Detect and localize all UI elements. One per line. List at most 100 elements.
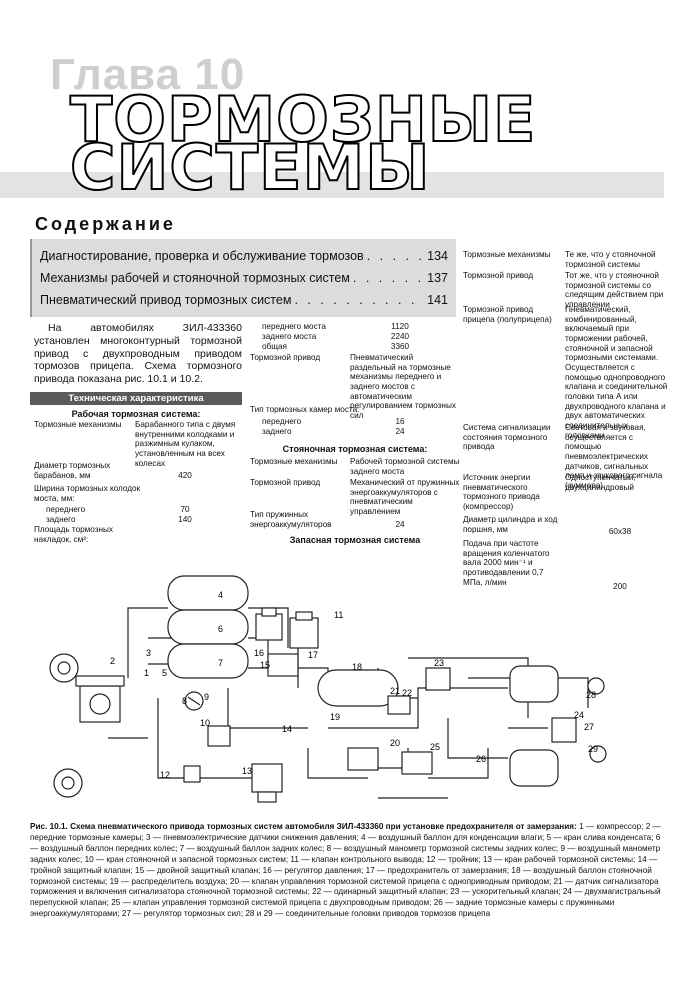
spec-label: Система сигнализации состояния тормозног… — [463, 423, 551, 452]
spec-label: Тормозной привод прицепа (полуприцепа) — [463, 305, 552, 324]
diagram-label: 4 — [218, 590, 223, 600]
intro-paragraph: На автомобилях ЗИЛ-433360 установлен мно… — [34, 322, 242, 386]
antifreeze-unit — [289, 611, 319, 649]
spec-value: Те же, что у стояночной тормозной систем… — [565, 250, 656, 269]
toc-item-page: 141 — [427, 293, 448, 307]
rear-brake-chamber — [509, 749, 559, 787]
diagram-label: 1 — [144, 668, 149, 678]
spec-label: Подача при частоте вращения коленчатого … — [463, 539, 550, 587]
header-band — [0, 172, 664, 198]
parking-brake-valve — [207, 725, 231, 747]
diagram-label: 23 — [434, 658, 444, 668]
chapter-label: Глава 10 — [50, 50, 246, 99]
spec-value: Одноступенчатый, двухцилиндровый — [565, 473, 636, 492]
spec-value: 1120 — [391, 322, 409, 331]
toc-item[interactable]: Диагностирование, проверка и обслуживани… — [40, 249, 448, 263]
diagram-label: 26 — [476, 754, 486, 764]
diagram-label: 13 — [242, 766, 252, 776]
diagram-label: 2 — [110, 656, 115, 666]
diagram-label: 5 — [162, 668, 167, 678]
pressure-regulator — [255, 607, 283, 641]
caption-lead: Рис. 10.1. Схема пневматического привода… — [30, 822, 577, 831]
rear-brake-chamber — [509, 665, 559, 703]
diagram-label: 18 — [352, 662, 362, 672]
chapter-title-line1: ТОРМОЗНЫЕ — [69, 83, 537, 156]
spec-label: Ширина тормозных колодок моста, мм: — [34, 484, 141, 503]
coupling-head — [587, 677, 605, 695]
accelerator-valve — [425, 667, 451, 691]
spec-label: Тормозные механизмы — [250, 457, 338, 466]
spec-label: заднего — [262, 427, 292, 436]
spec-label: Источник энергии пневматического тормозн… — [463, 473, 540, 512]
contents-heading: Содержание — [35, 214, 176, 234]
spec-label: Диаметр тормозных барабанов, мм — [34, 461, 111, 480]
toc-item-title: Пневматический привод тормозных систем — [40, 293, 292, 307]
spec-value: Барабанного типа с двумя внутренними кол… — [135, 420, 236, 468]
parking-system-heading: Стояночная тормозная система: — [282, 444, 428, 454]
receiver-4 — [167, 575, 249, 611]
spec-value: 3360 — [390, 342, 410, 351]
spec-value: Световая и звуковая, осуществляется с по… — [565, 423, 663, 491]
diagram-label: 7 — [218, 658, 223, 668]
diagram-label: 28 — [586, 690, 596, 700]
toc-item[interactable]: Пневматический привод тормозных систем .… — [40, 293, 448, 307]
spec-label: переднего — [46, 505, 86, 514]
contents-box: Диагностирование, проверка и обслуживани… — [30, 239, 456, 317]
spec-value: 420 — [178, 471, 192, 480]
trailer-valve — [347, 747, 379, 771]
diagram-label: 24 — [574, 710, 584, 720]
spec-value: 200 — [613, 582, 627, 591]
spec-value: Рабочей тормозной системы заднего моста — [350, 457, 460, 476]
spec-value: Пневматический, комбинированный, включае… — [565, 305, 668, 440]
diagram-label: 29 — [588, 744, 598, 754]
spec-label: переднего моста — [262, 322, 326, 331]
toc-item-title: Диагностирование, проверка и обслуживани… — [40, 249, 364, 263]
spec-label: Тормозные механизмы — [463, 250, 551, 259]
brake-valve — [251, 763, 283, 803]
receiver-7 — [167, 643, 249, 679]
spec-label: заднего моста — [262, 332, 317, 341]
manometer — [184, 691, 204, 711]
toc-item[interactable]: Механизмы рабочей и стояночной тормозных… — [40, 271, 448, 285]
reserve-system-heading: Запасная тормозная система — [289, 535, 421, 545]
diagram-label: 20 — [390, 738, 400, 748]
compressor — [75, 675, 125, 723]
spec-value: 60x38 — [608, 527, 632, 536]
spec-value: 16 — [395, 417, 405, 426]
diagram-label: 6 — [218, 624, 223, 634]
diagram-label: 27 — [584, 722, 594, 732]
spec-label: Тип пружинных энергоаккумуляторов — [250, 510, 332, 529]
diagram-label: 14 — [282, 724, 292, 734]
spec-value: Пневматический раздельный на тормозные м… — [350, 353, 456, 421]
spec-value: 70 — [180, 505, 190, 514]
spec-value: 24 — [395, 520, 405, 529]
spec-label: заднего — [46, 515, 76, 524]
toc-leader: . . . . . . . . . . . . . . . . . . . . … — [352, 271, 423, 285]
spec-value: Тот же, что у стояночной тормозной систе… — [565, 271, 664, 310]
spec-label: общая — [262, 342, 287, 351]
receiver-6 — [167, 609, 249, 645]
diagram-label: 10 — [200, 718, 210, 728]
diagram-label: 12 — [160, 770, 170, 780]
brake-system-diagram: 1 2 3 4 5 6 7 8 9 10 11 12 13 14 15 16 1… — [49, 575, 607, 803]
single-protective-valve — [387, 695, 411, 715]
diagram-label: 16 — [254, 648, 264, 658]
brake-force-regulator — [551, 717, 577, 743]
diagram-label: 25 — [430, 742, 440, 752]
spec-label: Площадь тормозных накладок, см²: — [34, 525, 114, 544]
spec-label: Тормозной привод — [250, 353, 321, 362]
diagram-label: 17 — [308, 650, 318, 660]
spec-value: 2240 — [390, 332, 410, 341]
front-brake-chamber — [49, 653, 79, 683]
figure-caption: Рис. 10.1. Схема пневматического привода… — [30, 822, 670, 920]
spec-label: Диаметр цилиндра и ход поршня, мм — [463, 515, 558, 534]
spec-label: переднего — [262, 417, 302, 426]
diagram-label: 15 — [260, 660, 270, 670]
specs-heading: Техническая характеристика — [30, 392, 242, 405]
diagram-label: 3 — [146, 648, 151, 658]
caption-text: 1 — компрессор; 2 — передние тормозные к… — [30, 822, 661, 919]
spec-value: 140 — [178, 515, 192, 524]
toc-item-page: 134 — [427, 249, 448, 263]
toc-item-page: 137 — [427, 271, 448, 285]
spec-value: 24 — [395, 427, 405, 436]
